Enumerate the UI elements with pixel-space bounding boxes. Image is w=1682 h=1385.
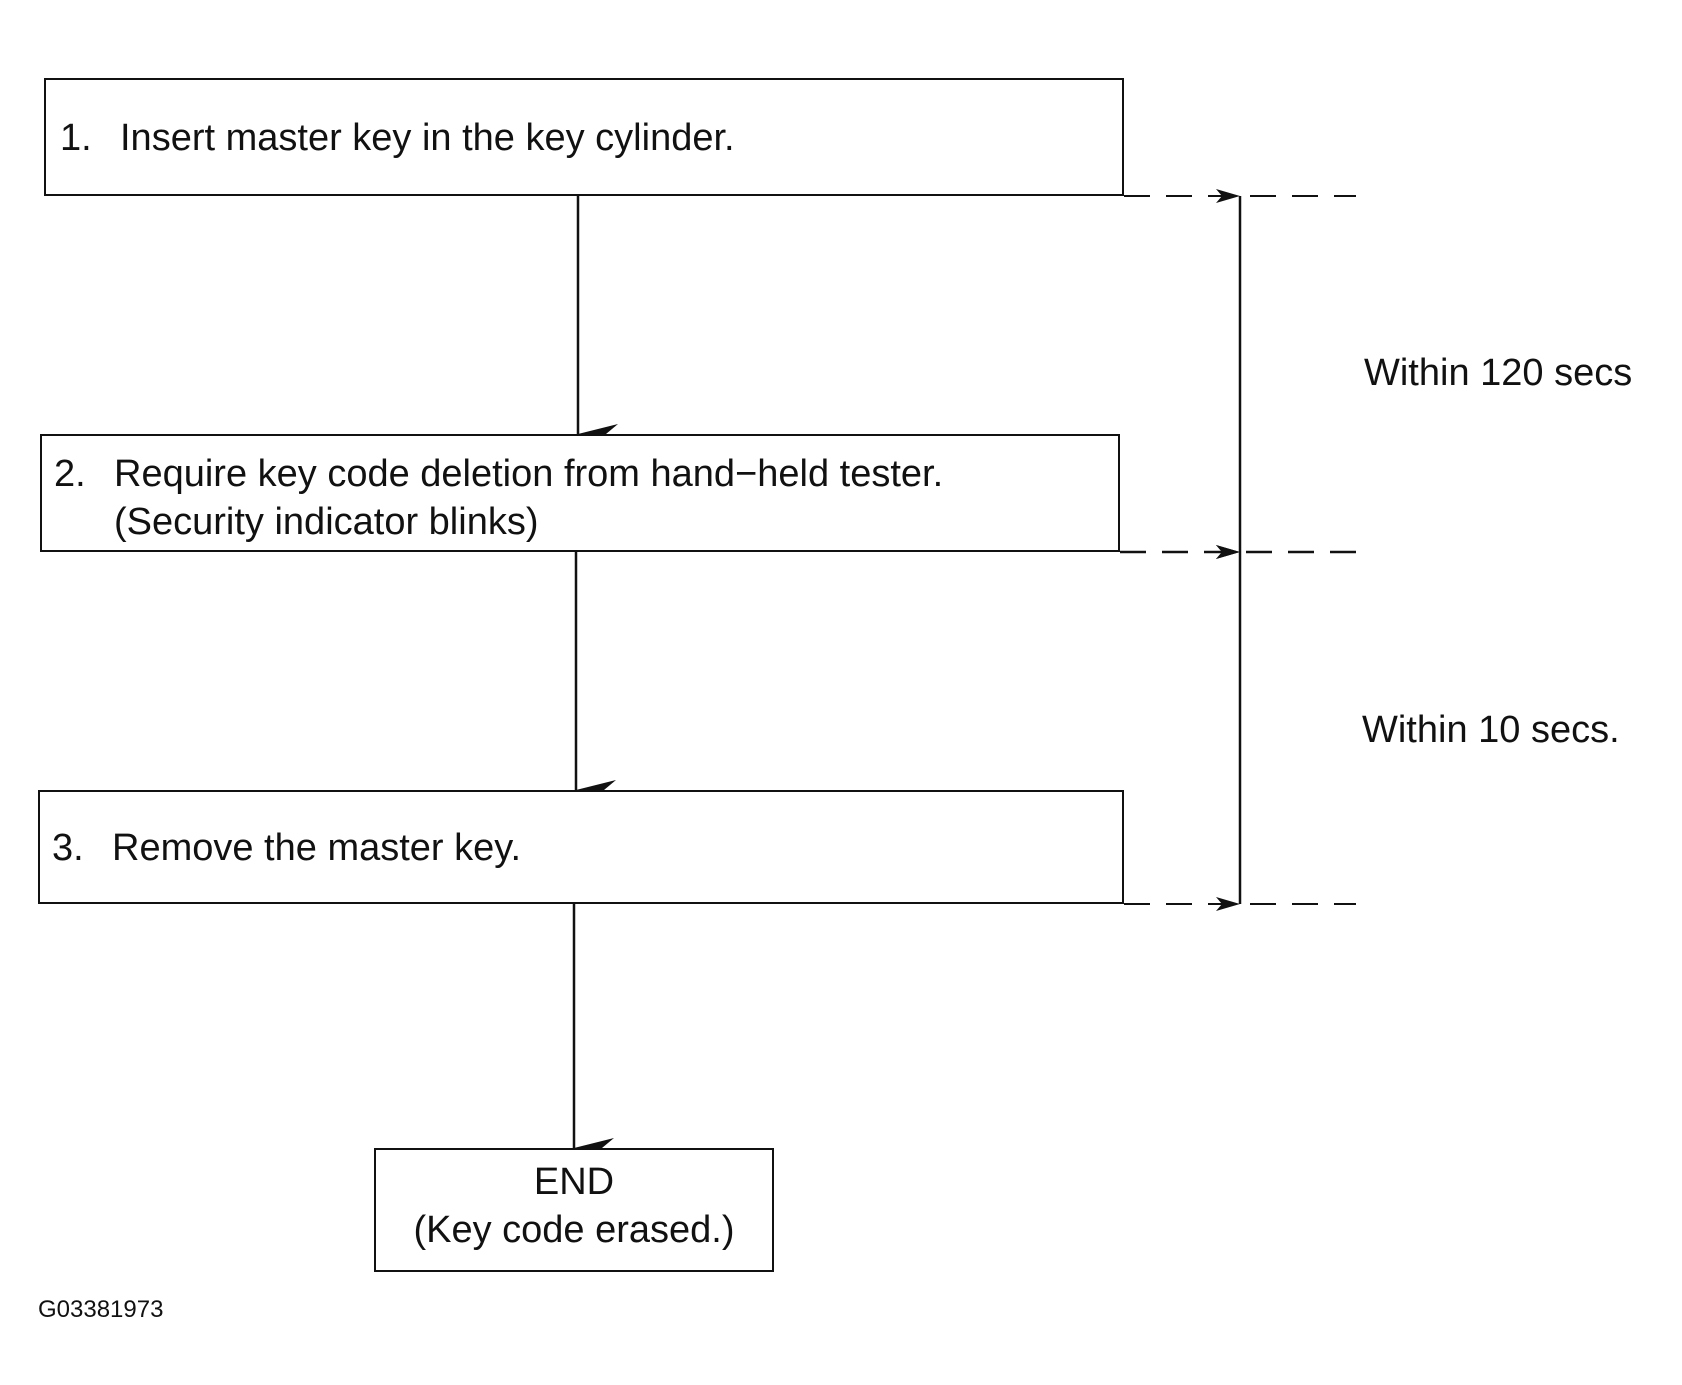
step-1-number: 1. [60,117,92,159]
step-3-box: 3. Remove the master key. [38,790,1124,904]
end-box: END (Key code erased.) [374,1148,774,1272]
step-2-box: 2. Require key code deletion from hand−h… [40,434,1120,552]
end-label: END [533,1161,615,1203]
figure-id: G03381973 [38,1296,164,1323]
end-sublabel: (Key code erased.) [413,1209,735,1251]
step-2-number: 2. [54,453,86,495]
step-3-label: Remove the master key. [112,827,522,869]
step-2-label-line-1: Require key code deletion from hand−held… [114,453,944,495]
step-3-number: 3. [52,827,84,869]
step-2-label-line-2: (Security indicator blinks) [114,501,539,543]
step-1-box: 1. Insert master key in the key cylinder… [44,78,1124,196]
step-1-label: Insert master key in the key cylinder. [120,117,735,159]
timing-label-120-secs: Within 120 secs [1364,352,1633,394]
timing-label-10-secs: Within 10 secs. [1362,709,1620,751]
